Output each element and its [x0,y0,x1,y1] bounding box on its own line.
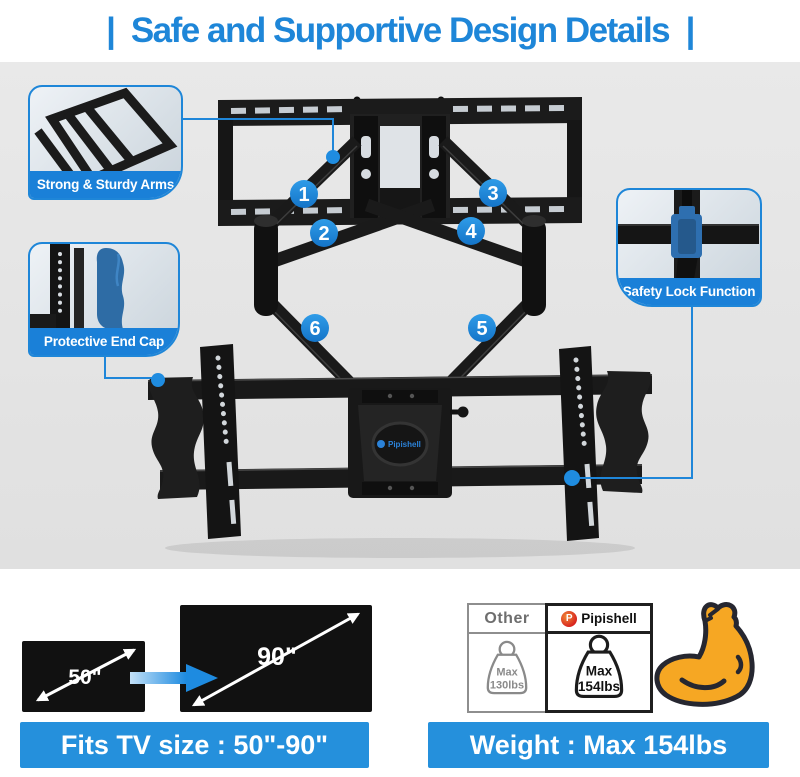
arm-number-5: 5 [468,314,496,342]
other-column-header: Other [469,605,545,634]
callout-strong-arms: Strong & Sturdy Arms [28,85,183,200]
pipishell-center-logo: Pipishell [377,440,421,449]
arm-number-4: 4 [457,217,485,245]
bottom-section: 50" 90" Other Max 13 [0,569,800,777]
other-column: Other Max 130lbs [467,603,547,713]
svg-text:4: 4 [465,221,477,243]
header: | Safe and Supportive Design Details | [0,0,800,62]
pivot-posts [254,215,546,316]
wall-plate [218,96,582,226]
small-tv-size-label: 50" [68,666,101,689]
connector-dot-endcap [151,373,165,387]
callout-end-cap: Protective End Cap [28,242,180,357]
large-tv-diagonal-arrow [191,612,361,707]
page-title: | Safe and Supportive Design Details | [106,11,695,50]
upgrade-arrow-icon [130,664,218,692]
svg-text:1: 1 [298,184,309,206]
weight-comparison-table: Other Max 130lbs P Pipishell [467,603,653,713]
arm-number-badges: 1 2 3 4 5 6 [290,179,507,342]
max-weight-banner: Weight : Max 154lbs [428,722,769,768]
connector-dot-lock [564,470,580,486]
connector-dot-arms [326,150,340,164]
mount-illustration: Pipishell 1 2 3 4 5 6 [104,96,693,558]
arms-detail-image [34,87,178,172]
tv-bracket-assembly: Pipishell [147,344,653,541]
end-cap-detail-image [30,244,125,329]
callout-safety-lock: Safety Lock Function [616,188,762,307]
safety-lock-detail-image [618,190,759,279]
small-tv: 50" [22,641,145,712]
svg-text:Max: Max [586,664,613,679]
small-tv-diagonal-arrow [35,648,137,702]
callout-connectors [104,118,693,479]
tv-size-graphic: 50" 90" [22,605,372,712]
pipishell-weight-cell: Max 154lbs [548,634,650,710]
callout-end-cap-label: Protective End Cap [30,328,178,355]
pipishell-column: P Pipishell Max 154lbs [545,603,653,713]
svg-text:154lbs: 154lbs [578,679,620,694]
left-end-cap [149,377,204,499]
product-section: Pipishell 1 2 3 4 5 6 [0,62,800,569]
pipishell-column-header: P Pipishell [548,606,650,634]
other-weight-cell: Max 130lbs [469,634,545,711]
weight-icon-other: Max 130lbs [486,640,528,694]
large-tv: 90" [180,605,372,712]
arm-number-3: 3 [479,179,507,207]
svg-text:Pipishell: Pipishell [388,440,421,449]
svg-text:2: 2 [318,223,329,245]
svg-text:3: 3 [487,183,498,205]
arm-number-1: 1 [290,180,318,208]
svg-text:130lbs: 130lbs [490,679,524,691]
blue-end-cap [96,248,125,329]
pipishell-logo-icon: P [561,610,578,627]
svg-text:Max: Max [496,666,518,678]
arm-number-6: 6 [301,314,329,342]
svg-text:5: 5 [476,318,487,340]
svg-text:6: 6 [309,318,320,340]
weight-icon-pipishell: Max 154lbs [574,634,624,699]
callout-safety-lock-label: Safety Lock Function [618,278,760,305]
callout-strong-arms-label: Strong & Sturdy Arms [30,171,181,198]
muscle-arm-icon [654,602,755,707]
arm-number-2: 2 [310,219,338,247]
floor-shadow [165,538,635,558]
fits-tv-size-banner: Fits TV size : 50"-90" [20,722,369,768]
right-end-cap [596,371,651,493]
pipishell-brand-name: Pipishell [581,611,637,626]
large-tv-size-label: 90" [257,643,297,671]
